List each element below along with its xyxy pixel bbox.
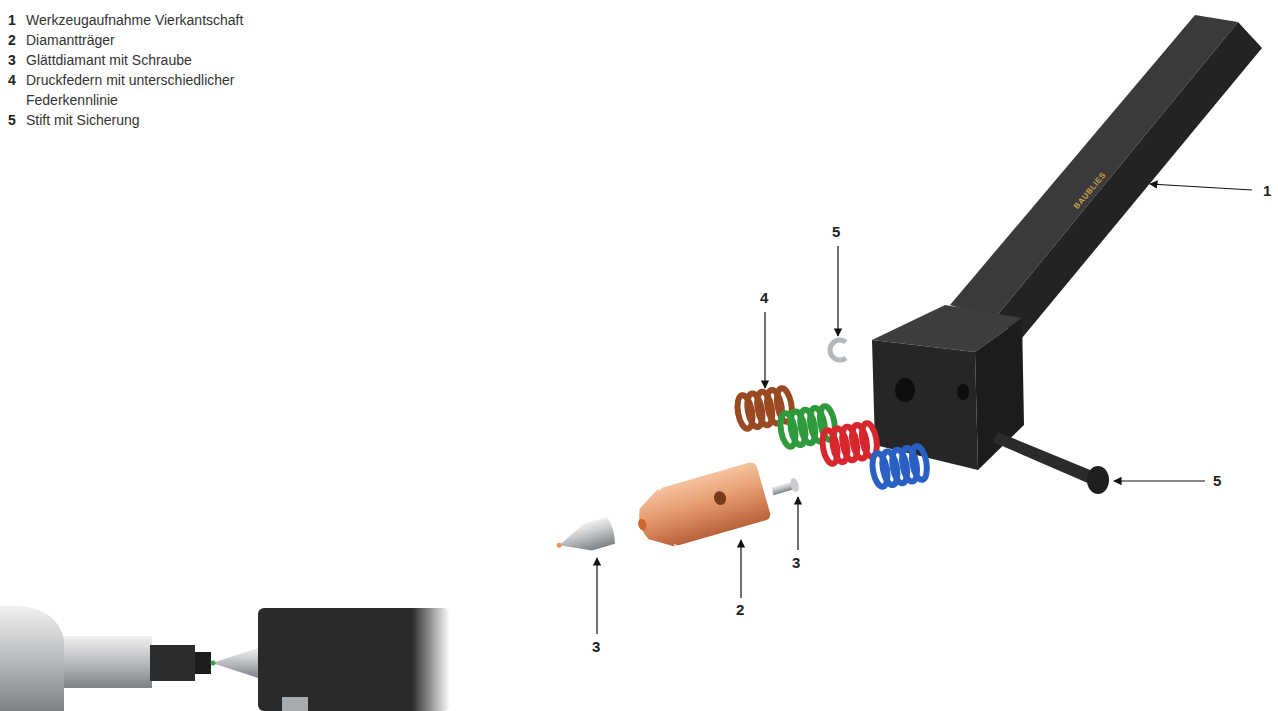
shaft-top	[950, 15, 1238, 318]
coil	[910, 445, 930, 481]
spindle-collar	[150, 645, 195, 681]
callout-number: 4	[760, 288, 768, 308]
legend-text: Diamantträger	[26, 30, 115, 50]
spindle-end	[195, 652, 211, 674]
diamond-carrier	[630, 461, 772, 555]
legend-text: Druckfedern mit unterschiedlicher Federk…	[26, 70, 266, 110]
shaft-side	[995, 22, 1262, 338]
pin-rod	[993, 432, 1095, 484]
spring-brown	[735, 387, 794, 430]
assembled-tip	[212, 648, 258, 678]
assembled-pin	[282, 697, 308, 711]
workpiece	[0, 606, 64, 711]
spring-green	[778, 405, 837, 448]
leader-arrow	[596, 558, 597, 634]
carrier-bore	[637, 518, 648, 532]
assembled-holder	[258, 608, 450, 711]
legend-text: Werkzeugaufnahme Vierkantschaft	[26, 10, 243, 30]
callout-number: 5	[832, 222, 840, 242]
legend-number: 4	[8, 70, 16, 90]
pin-hole	[957, 384, 969, 400]
callout-number: 1	[1263, 181, 1271, 201]
leader-arrow	[1150, 184, 1252, 190]
smoothing-diamond	[553, 516, 617, 559]
legend-text: Stift mit Sicherung	[26, 110, 140, 130]
carrier-hole	[712, 490, 727, 507]
callout-number: 3	[592, 637, 600, 657]
spindle	[60, 636, 152, 688]
assembled-diamond	[211, 661, 216, 666]
legend-number: 2	[8, 30, 16, 50]
callout-number: 3	[792, 553, 800, 573]
pin-head	[1087, 466, 1109, 494]
legend-text: Glättdiamant mit Schraube	[26, 50, 192, 70]
screw	[771, 477, 801, 498]
diamond-tip	[556, 542, 562, 548]
bore-hole	[895, 378, 915, 402]
callout-number: 5	[1213, 471, 1221, 491]
leader-arrow	[797, 497, 798, 550]
leader-arrow	[837, 246, 838, 336]
screw-head	[789, 477, 801, 493]
leader-arrow	[1114, 480, 1205, 481]
legend-number: 1	[8, 10, 16, 30]
retaining-clip	[830, 340, 846, 360]
leader-arrow	[764, 312, 765, 388]
leader-arrow	[740, 540, 741, 598]
callout-number: 2	[736, 600, 744, 620]
legend-number: 5	[8, 110, 16, 130]
diamond-body	[555, 516, 617, 558]
carrier-body	[657, 461, 772, 547]
legend-number: 3	[8, 50, 16, 70]
spring-blue	[870, 445, 929, 488]
